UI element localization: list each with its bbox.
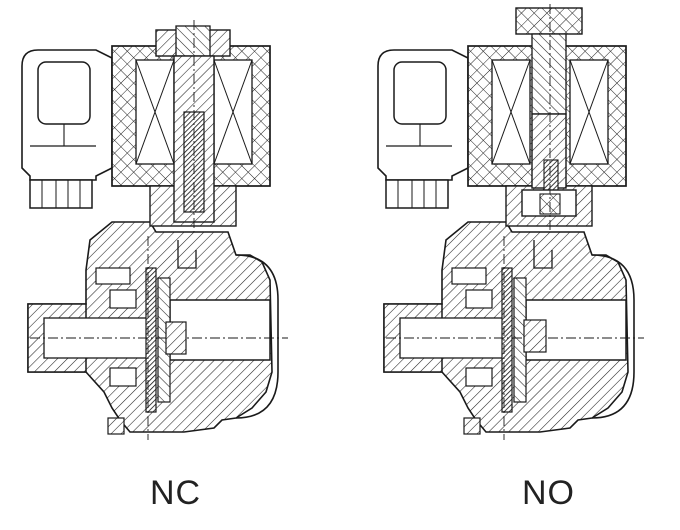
no-top-nut	[515, 7, 583, 115]
no-stem-nut	[523, 319, 547, 353]
nc-plunger	[155, 20, 231, 232]
no-label: NO	[522, 474, 575, 512]
no-plunger	[521, 4, 577, 232]
nc-valve-section	[21, 20, 289, 441]
nc-label: NC	[150, 474, 202, 512]
nc-stem-nut	[165, 321, 187, 355]
no-valve-section	[377, 4, 645, 441]
